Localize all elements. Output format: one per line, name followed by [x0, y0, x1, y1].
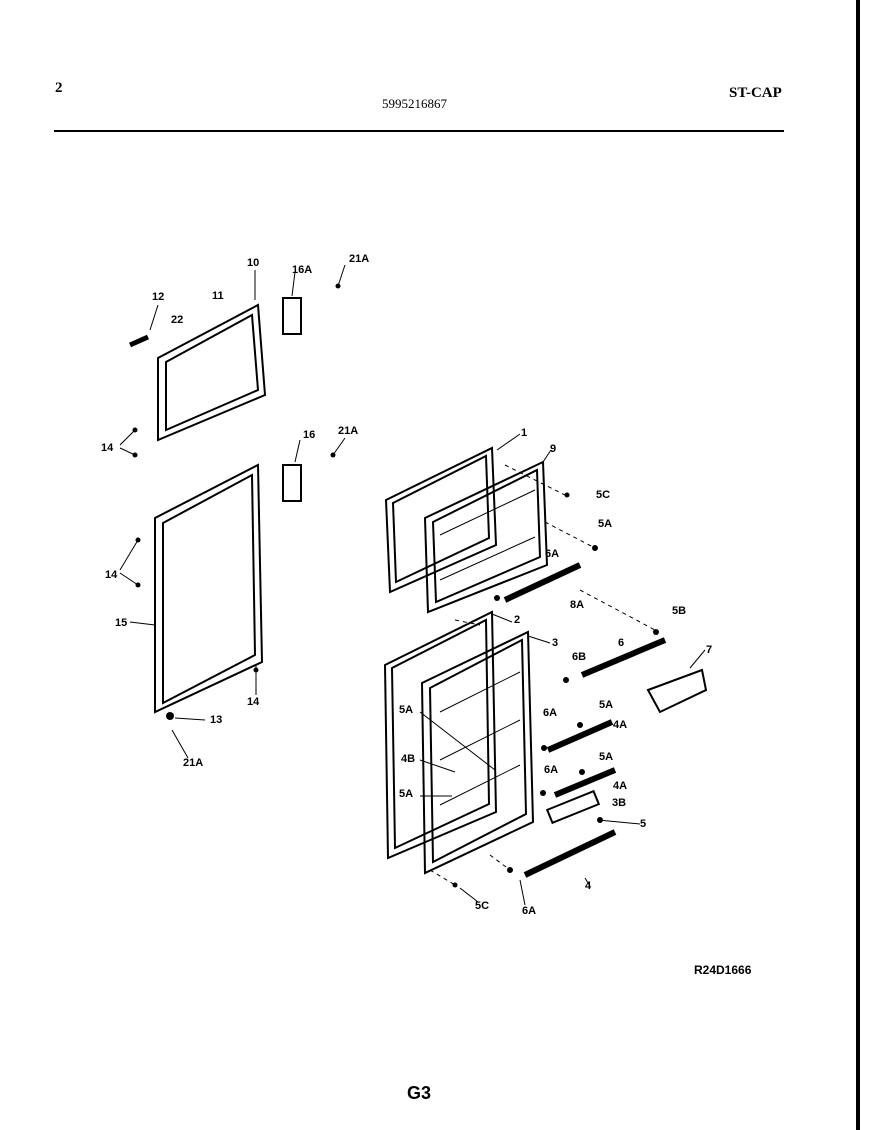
- callout-4a-upper: 4A: [613, 719, 627, 731]
- shelf-8: [503, 562, 582, 603]
- callout-3: 3: [552, 637, 558, 649]
- shelf-4a-upper: [546, 719, 614, 753]
- callout-14-middle: 14: [105, 569, 118, 581]
- callout-5a-second: 5A: [599, 699, 613, 711]
- callout-15: 15: [115, 617, 127, 629]
- fresh-food-door: [383, 610, 498, 860]
- header-rule: [54, 130, 784, 132]
- callout-6a-bottom: 6A: [522, 905, 536, 917]
- shelf-4: [523, 829, 617, 878]
- callout-5a-left-upper: 5A: [399, 704, 413, 716]
- hinge-cover-16a: [282, 297, 302, 335]
- callout-5c-top: 5C: [596, 489, 610, 501]
- callout-22: 22: [171, 314, 183, 326]
- fresh-food-door-liner: [420, 630, 535, 875]
- section-code: ST-CAP: [729, 85, 782, 101]
- callout-5b: 5B: [672, 605, 686, 617]
- document-code: 5995216867: [382, 96, 447, 111]
- callout-5a-left-lower: 5A: [399, 788, 413, 800]
- drawing-reference: R24D1666: [694, 963, 752, 977]
- freezer-gasket: [157, 303, 267, 442]
- callout-5: 5: [640, 818, 646, 830]
- callout-4b: 4B: [401, 753, 415, 765]
- callout-12: 12: [152, 291, 164, 303]
- callout-6a-second: 6A: [543, 707, 557, 719]
- callout-11: 11: [212, 290, 224, 302]
- callout-14-lower: 14: [247, 696, 260, 708]
- page-number: 2: [55, 80, 63, 96]
- callout-6b: 6B: [572, 651, 586, 663]
- callout-21a-top: 21A: [349, 253, 369, 265]
- callout-8a: 8A: [570, 599, 584, 611]
- shelf-6: [580, 637, 667, 678]
- callout-21a-middle: 21A: [338, 425, 358, 437]
- callout-6: 6: [618, 637, 624, 649]
- dairy-door-7: [646, 668, 708, 714]
- page-edge: [856, 0, 860, 1130]
- page-code: G3: [407, 1083, 432, 1103]
- callout-6a-top: 6A: [545, 548, 559, 560]
- hinge-cover-16: [282, 464, 302, 502]
- callout-14-upper: 14: [101, 442, 114, 454]
- callout-5c-bottom: 5C: [475, 900, 489, 912]
- callout-16a: 16A: [292, 264, 312, 276]
- handle-trim-12: [128, 334, 150, 348]
- callout-7: 7: [706, 644, 712, 656]
- callout-13: 13: [210, 714, 222, 726]
- callout-2: 2: [514, 614, 520, 626]
- callout-21a-bottom: 21A: [183, 757, 203, 769]
- callout-5a-third: 5A: [599, 751, 613, 763]
- callout-4a-lower: 4A: [613, 780, 627, 792]
- dairy-bin-3b: [545, 789, 601, 825]
- callout-1: 1: [521, 427, 527, 439]
- callout-16: 16: [303, 429, 315, 441]
- callout-9: 9: [550, 443, 556, 455]
- callout-3b: 3B: [612, 797, 626, 809]
- freezer-door-liner: [423, 460, 549, 614]
- callout-5a-top: 5A: [598, 518, 612, 530]
- callout-6a-third: 6A: [544, 764, 558, 776]
- shelf-4a-lower: [553, 767, 617, 798]
- callout-4: 4: [585, 880, 592, 892]
- callout-10: 10: [247, 257, 259, 269]
- freezer-door: [384, 446, 498, 594]
- fresh-food-gasket: [154, 463, 264, 714]
